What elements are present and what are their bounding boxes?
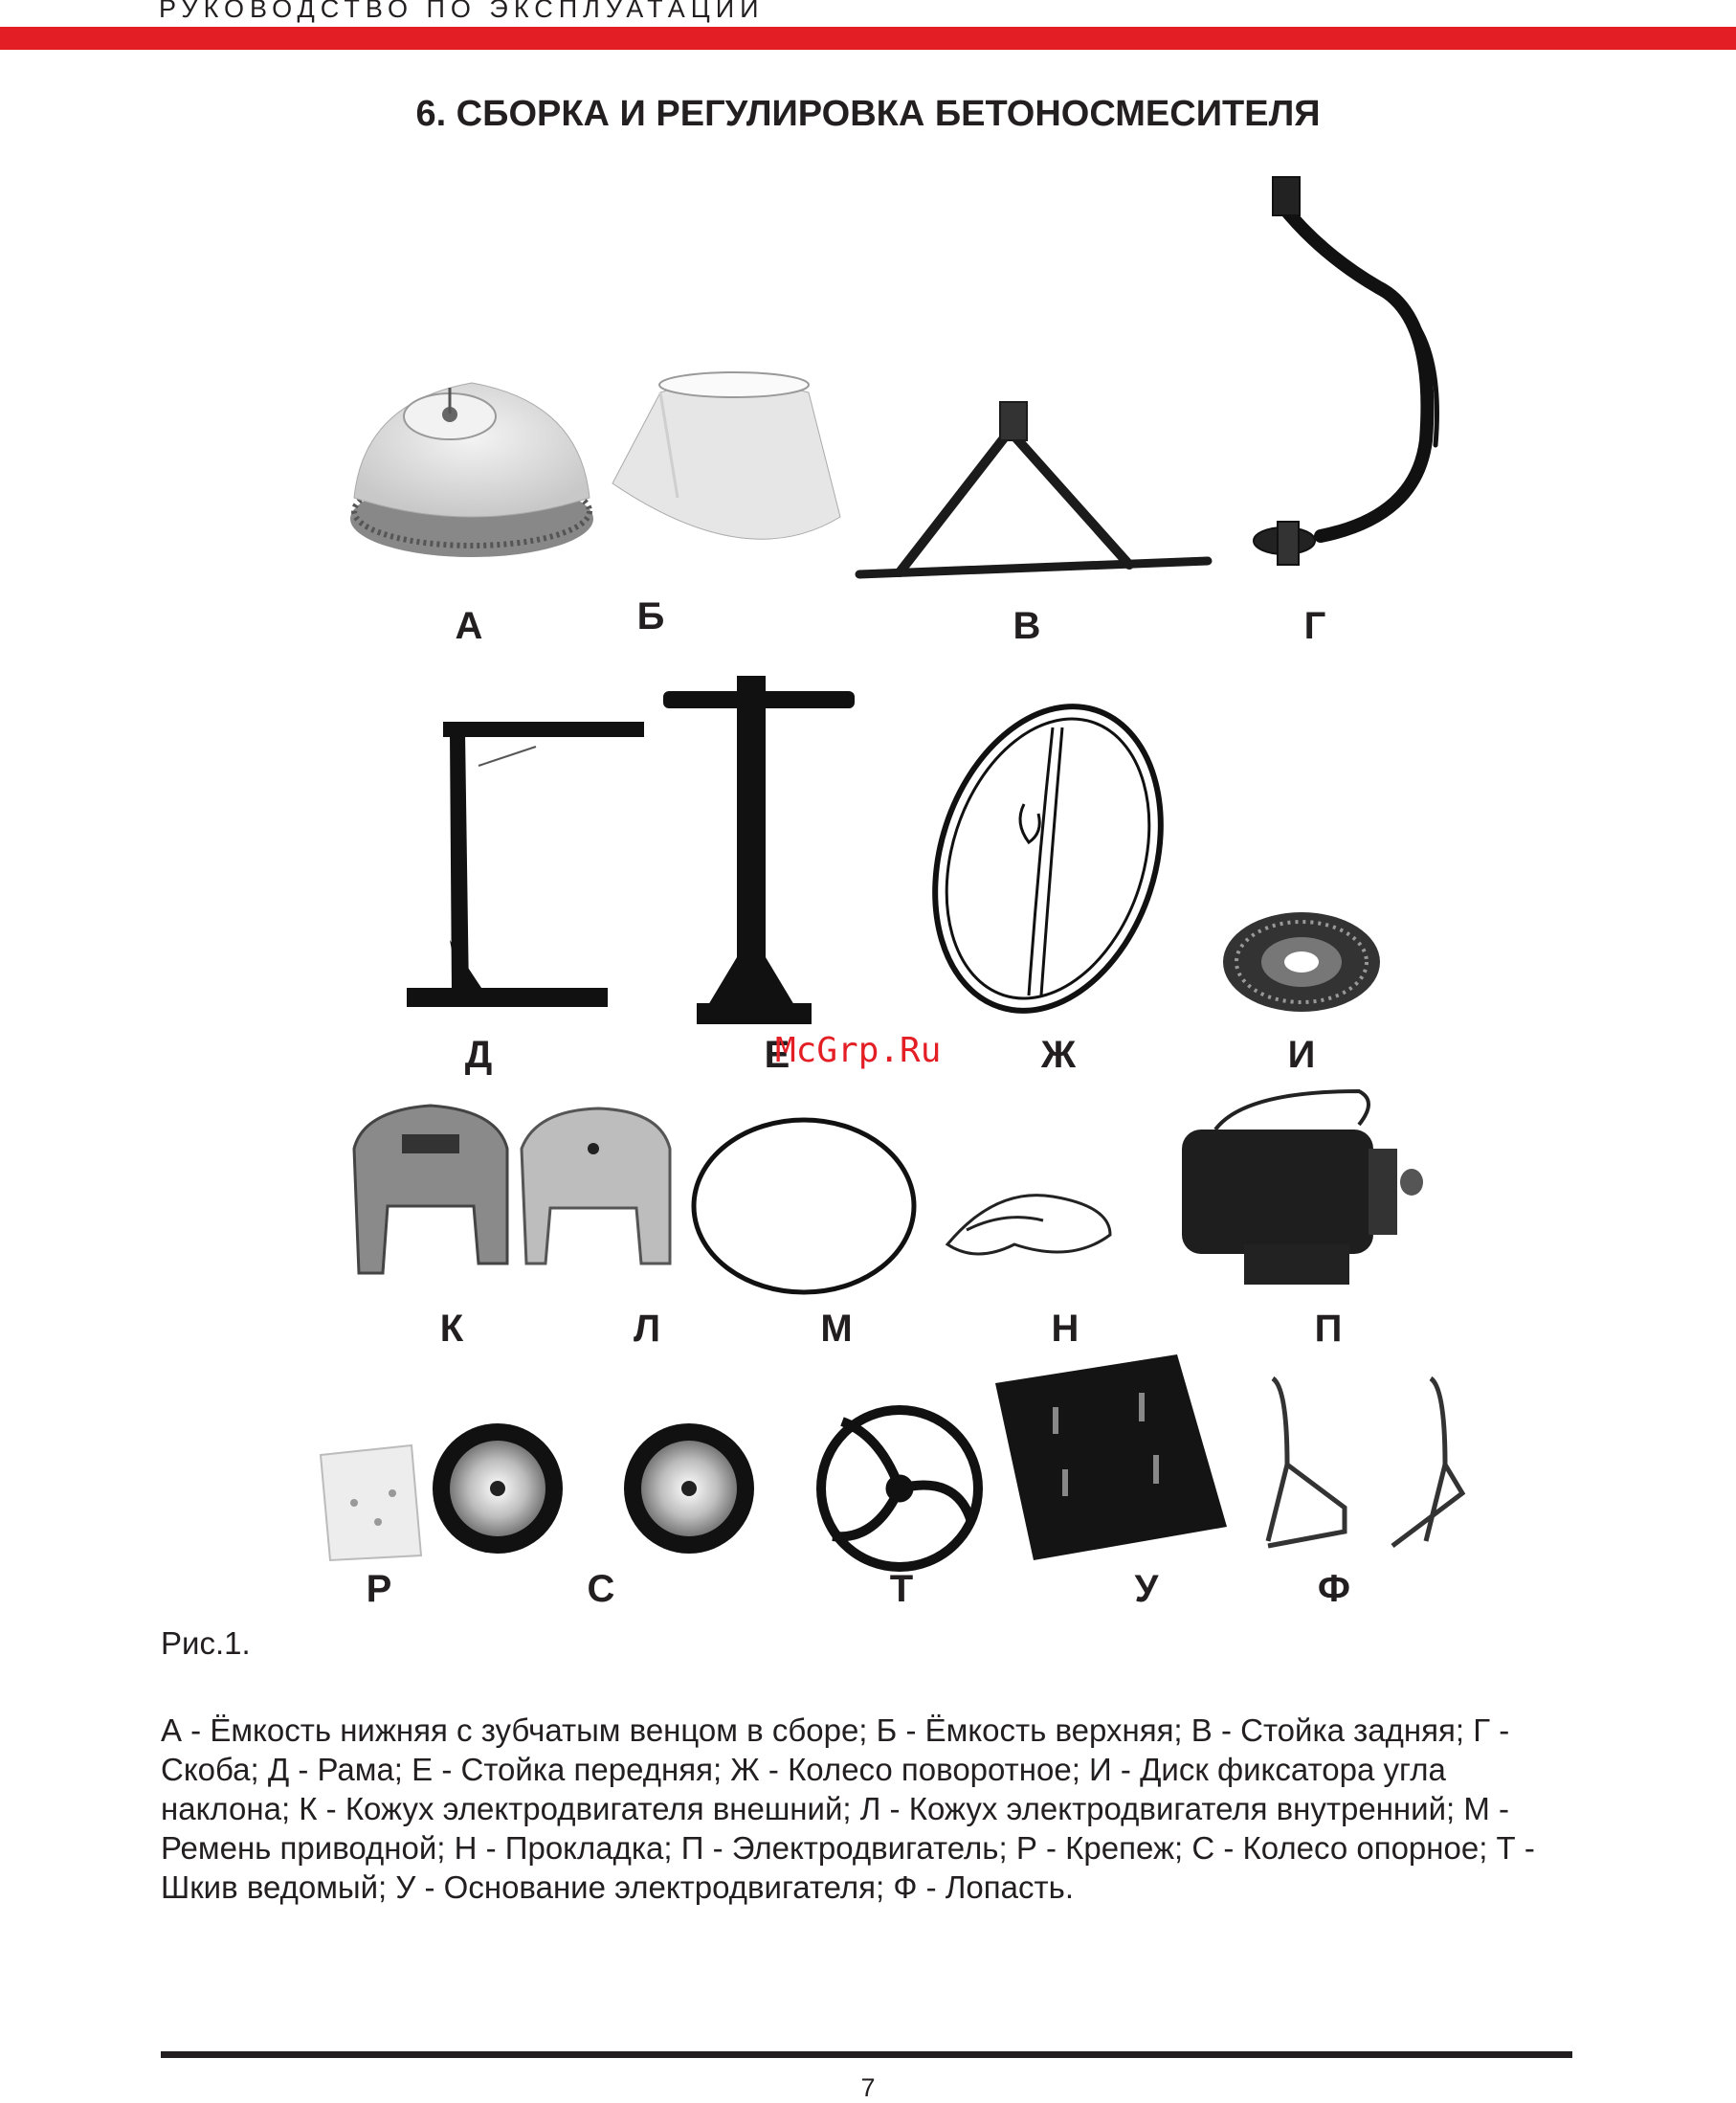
part-f-blades-image xyxy=(1265,1376,1466,1549)
part-a-lower-drum-image xyxy=(350,382,593,557)
part-label-v: В xyxy=(1013,605,1041,647)
part-g-bracket-image xyxy=(1253,176,1439,566)
part-label-t: Т xyxy=(889,1568,914,1610)
running-header: РУКОВОДСТВО ПО ЭКСПЛУАТАЦИИ xyxy=(159,0,765,23)
part-label-n: Н xyxy=(1051,1308,1079,1350)
part-label-u: У xyxy=(1134,1568,1159,1610)
part-zh-swivel-wheel-image xyxy=(932,704,1164,1014)
part-s-support-wheels-image xyxy=(433,1423,754,1554)
part-k-outer-cover-image xyxy=(352,1104,509,1275)
part-label-e: Е xyxy=(764,1034,790,1076)
part-label-l: Л xyxy=(633,1308,661,1350)
part-d-frame-image xyxy=(407,722,644,1007)
part-label-zh: Ж xyxy=(1040,1034,1077,1076)
part-l-inner-cover-image xyxy=(520,1107,672,1265)
part-t-driven-pulley-image xyxy=(816,1405,983,1572)
section-title: 6. СБОРКА И РЕГУЛИРОВКА БЕТОНОСМЕСИТЕЛЯ xyxy=(415,94,1321,134)
part-p-motor-image xyxy=(1182,1088,1423,1285)
part-label-g: Г xyxy=(1303,605,1326,647)
part-b-upper-drum-image xyxy=(612,371,841,540)
part-n-gasket-image xyxy=(945,1194,1112,1256)
part-r-fasteners-image xyxy=(319,1443,423,1562)
watermark: McGrp.Ru xyxy=(775,1031,942,1070)
part-label-k: К xyxy=(439,1308,464,1350)
footer-rule xyxy=(161,2051,1572,2058)
part-label-m: М xyxy=(820,1308,853,1350)
part-label-d: Д xyxy=(464,1034,493,1076)
part-label-r: Р xyxy=(366,1568,392,1610)
part-label-s: С xyxy=(587,1568,615,1610)
header-red-bar xyxy=(0,27,1736,50)
part-label-a: А xyxy=(455,605,483,647)
parts-illustration xyxy=(319,176,1466,1572)
part-label-f: Ф xyxy=(1317,1568,1351,1610)
figure-caption: Рис.1. xyxy=(161,1625,251,1661)
part-label-p: П xyxy=(1314,1308,1343,1350)
part-u-motor-base-image xyxy=(995,1354,1227,1560)
page-number: 7 xyxy=(860,2073,876,2102)
part-i-lock-disc-image xyxy=(1223,912,1380,1012)
part-m-drive-belt-image xyxy=(691,1117,917,1295)
figure-legend: А - Ёмкость нижняя с зубчатым венцом в с… xyxy=(161,1712,1535,1905)
part-label-b: Б xyxy=(636,595,665,638)
part-e-front-stand-image xyxy=(663,676,855,1024)
part-v-rear-stand-image xyxy=(855,401,1213,579)
part-label-i: И xyxy=(1287,1034,1316,1076)
